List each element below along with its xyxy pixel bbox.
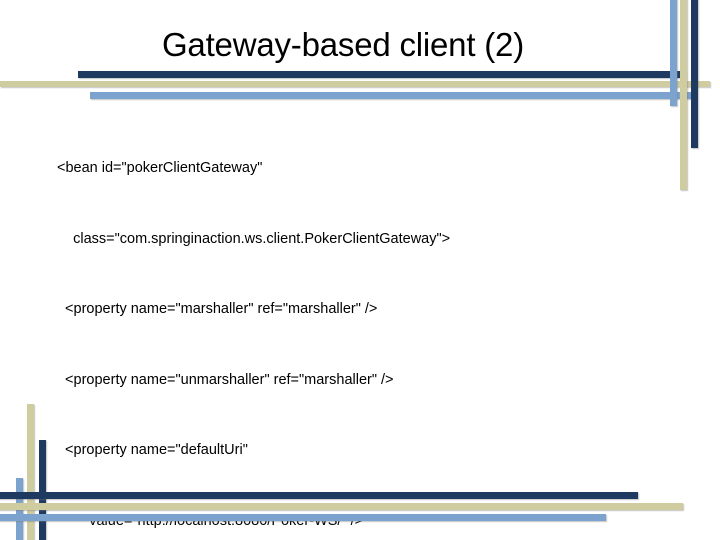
code-line: <property name="unmarshaller" ref="marsh… [57, 371, 394, 388]
bottom-navy-rule [0, 492, 638, 499]
code-line: <bean id="pokerClientGateway" [57, 160, 263, 176]
bottomleft-navy-bar [39, 440, 46, 540]
top-khaki-rule [0, 81, 710, 87]
topright-navy-bar [691, 0, 698, 148]
code-line: <property name="defaultUri" [57, 442, 248, 458]
code-line: class="com.springinaction.ws.client.Poke… [57, 230, 451, 247]
code-content: <bean id="pokerClientGateway" class="com… [57, 110, 657, 540]
code-line: <property name="marshaller" ref="marshal… [57, 301, 378, 317]
bottom-lightblue-rule [0, 514, 606, 521]
top-navy-rule [78, 71, 686, 78]
slide-title: Gateway-based client (2) [161, 26, 525, 63]
bottom-khaki-rule [0, 503, 683, 510]
top-lightblue-rule [90, 92, 694, 99]
topright-lightblue-bar [670, 0, 677, 106]
topright-khaki-bar [680, 0, 687, 190]
bottomleft-khaki-bar [27, 404, 34, 540]
